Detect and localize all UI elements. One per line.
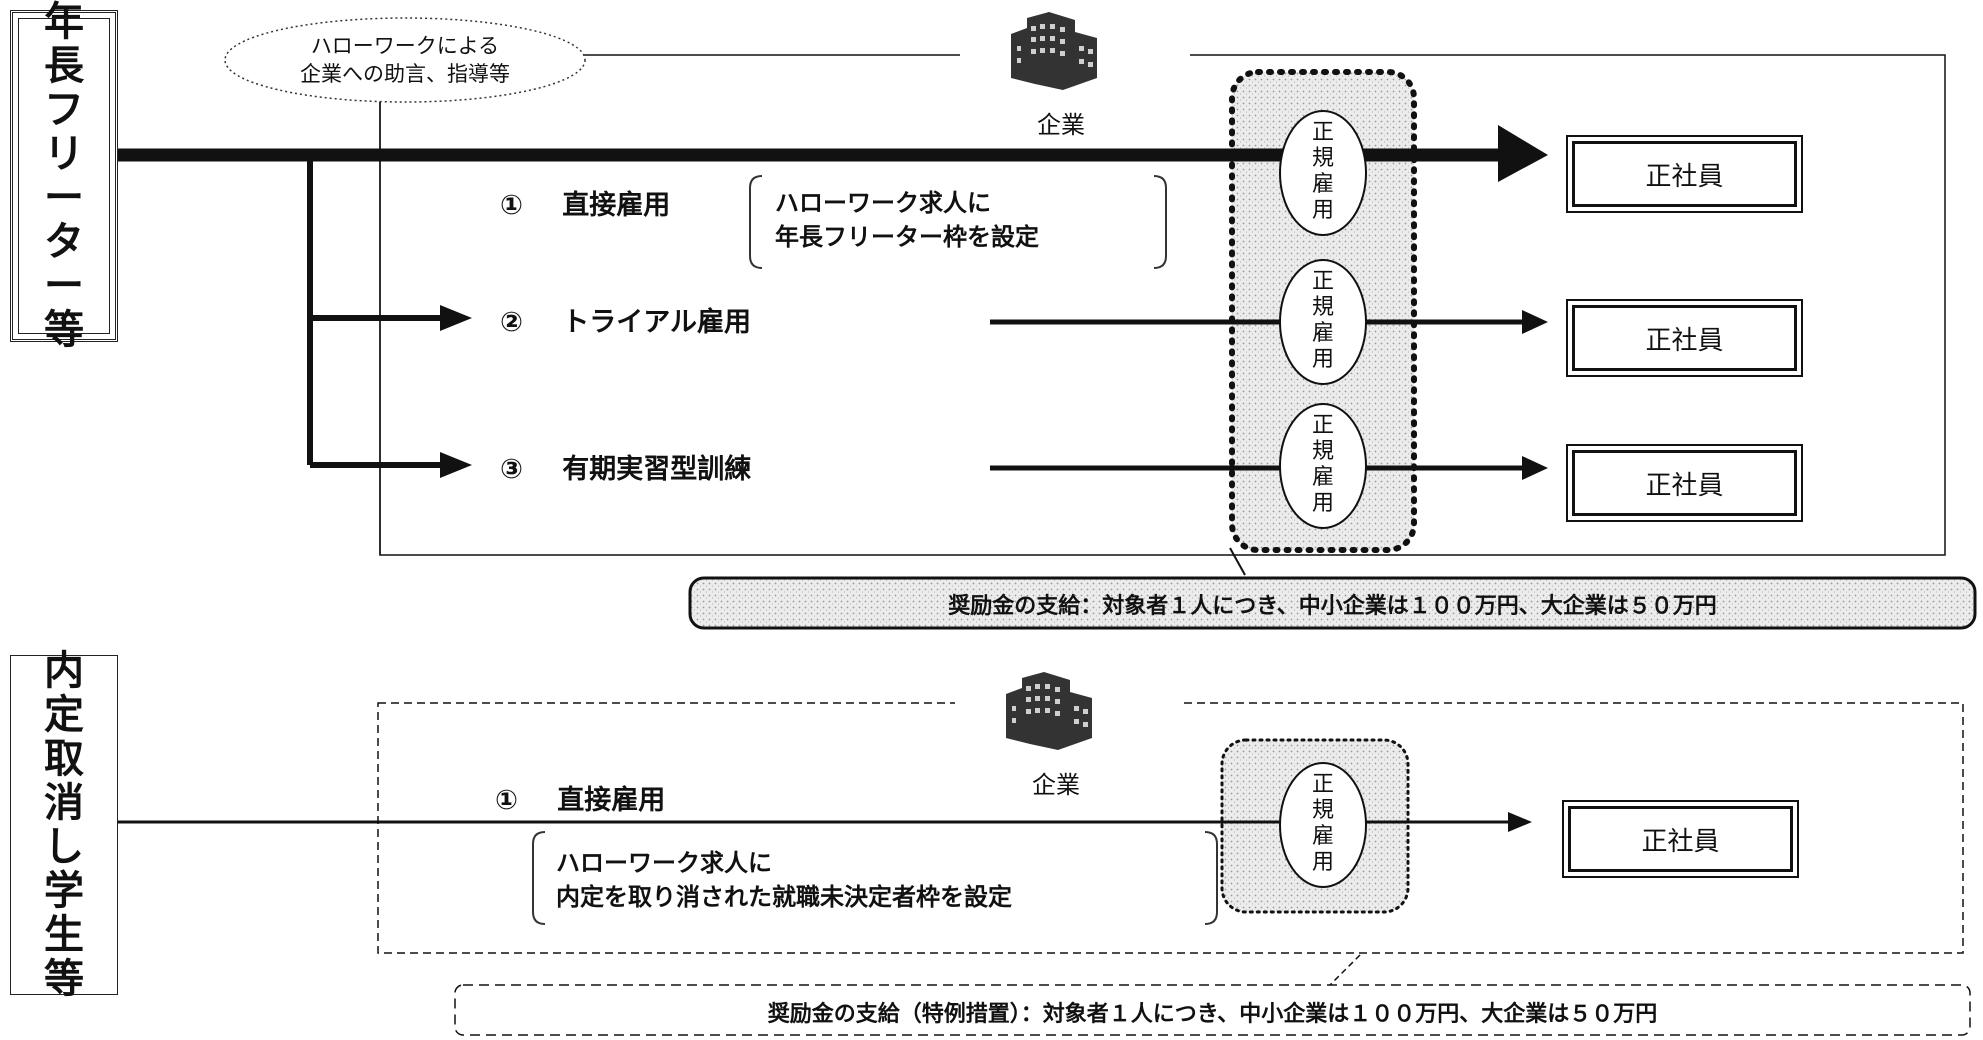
step-label: 有期実習型訓練 xyxy=(562,454,752,485)
banner-pointer-2 xyxy=(1329,954,1361,986)
quota-note: ハローワーク求人に 年長フリーター枠を設定 xyxy=(775,186,1039,254)
step-label: トライアル雇用 xyxy=(562,307,752,338)
note-bracket-right-2 xyxy=(1204,831,1218,925)
label-char: ー xyxy=(44,263,84,309)
advice-line-1: ハローワークによる xyxy=(310,34,500,58)
oval-char: 用 xyxy=(1311,198,1334,223)
oval-char: 用 xyxy=(1311,347,1334,372)
oval-char: 規 xyxy=(1311,439,1334,464)
oval-char: 用 xyxy=(1311,491,1334,516)
note-line-2: 内定を取り消された就職未決定者枠を設定 xyxy=(556,883,1012,911)
oval-char: 正 xyxy=(1311,269,1334,294)
full-time-employee-badge-4: 正社員 xyxy=(1562,800,1799,878)
oval-char: 雇 xyxy=(1311,824,1334,849)
step-number: ② xyxy=(500,307,523,338)
regular-oval-3 xyxy=(1279,403,1367,529)
subsidy-text-2: 奨励金の支給（特例措置）：対象者１人につき、中小企業は１００万円、大企業は５０万… xyxy=(767,1002,1658,1027)
note-line-1: ハローワーク求人に xyxy=(556,849,772,877)
full-time-employee-badge-3: 正社員 xyxy=(1566,444,1803,522)
label-char: 定 xyxy=(44,692,84,738)
step-label: 直接雇用 xyxy=(562,190,671,221)
regular-oval-2 xyxy=(1279,259,1367,385)
regular-employment-text-4: 正規雇用 xyxy=(1291,772,1355,876)
label-char: 消 xyxy=(44,780,84,826)
regular-employment-text-2: 正規雇用 xyxy=(1291,269,1355,373)
company-frame-2 xyxy=(377,702,1964,954)
regular-oval-4 xyxy=(1279,762,1367,888)
label-char: リ xyxy=(44,131,84,177)
company-label: 企業 xyxy=(1037,111,1085,139)
label-char: 内 xyxy=(44,648,84,694)
oval-char: 雇 xyxy=(1311,465,1334,490)
regular-employment-text-1: 正規雇用 xyxy=(1291,120,1355,224)
full-time-employee-badge-1: 正社員 xyxy=(1566,135,1803,213)
direct-hire-arrowhead-2 xyxy=(1508,812,1532,832)
older-freeter-label: 年 長 フ リ ー タ ー 等 xyxy=(10,0,118,352)
oval-char: 正 xyxy=(1311,772,1334,797)
label-char: 等 xyxy=(44,307,84,353)
training-arrowhead xyxy=(440,452,472,478)
subsidy-banner xyxy=(688,576,1977,630)
revoked-offer-students-label: 内 定 取 消 し 学 生 等 xyxy=(10,649,118,1001)
note-bracket-left-2 xyxy=(532,831,546,925)
step-training: ③ 有期実習型訓練 xyxy=(500,447,751,486)
label-char: し xyxy=(44,824,84,870)
advice-line-2: 企業への助言、指導等 xyxy=(300,62,510,86)
oval-char: 雇 xyxy=(1311,172,1334,197)
label-char: 年 xyxy=(44,0,84,45)
note-line-2: 年長フリーター枠を設定 xyxy=(775,223,1039,251)
note-line-1: ハローワーク求人に xyxy=(775,189,991,217)
label-char: ー xyxy=(44,175,84,221)
oval-char: 用 xyxy=(1311,850,1334,875)
step-direct-hire-2: ① 直接雇用 xyxy=(495,778,665,817)
full-time-employee-badge-2: 正社員 xyxy=(1566,299,1803,377)
note-bracket-left xyxy=(749,175,763,269)
oval-char: 正 xyxy=(1311,413,1334,438)
training-flow-arrowhead xyxy=(1522,456,1548,480)
step-number: ① xyxy=(500,190,523,221)
label-char: フ xyxy=(44,87,84,133)
advice-bubble xyxy=(224,17,586,103)
oval-char: 正 xyxy=(1311,120,1334,145)
building-icon-2 xyxy=(1006,672,1092,750)
advice-text: ハローワークによる 企業への助言、指導等 xyxy=(275,32,535,88)
regular-employment-text-3: 正規雇用 xyxy=(1291,413,1355,517)
oval-char: 雇 xyxy=(1311,321,1334,346)
trial-arrowhead xyxy=(440,305,472,331)
banner-pointer xyxy=(1229,547,1246,576)
step-direct-hire: ① 直接雇用 xyxy=(500,183,670,222)
regular-oval-1 xyxy=(1279,110,1367,236)
oval-char: 規 xyxy=(1311,798,1334,823)
step-label: 直接雇用 xyxy=(557,785,666,816)
label-char: タ xyxy=(44,219,84,265)
label-char: 取 xyxy=(44,736,84,782)
direct-hire-arrowhead xyxy=(1498,125,1548,182)
oval-char: 規 xyxy=(1311,146,1334,171)
building-icon xyxy=(1011,12,1097,90)
step-number: ③ xyxy=(500,454,523,485)
company-label-2: 企業 xyxy=(1032,771,1080,799)
note-bracket-right xyxy=(1153,175,1167,269)
label-char: 学 xyxy=(44,868,84,914)
oval-char: 規 xyxy=(1311,295,1334,320)
step-trial-hire: ② トライアル雇用 xyxy=(500,300,751,339)
label-char: 生 xyxy=(44,912,84,958)
subsidy-text: 奨励金の支給：対象者１人につき、中小企業は１００万円、大企業は５０万円 xyxy=(948,594,1717,619)
subsidy-banner-2 xyxy=(454,984,1971,1036)
step-number: ① xyxy=(495,785,518,816)
quota-note-2: ハローワーク求人に 内定を取り消された就職未決定者枠を設定 xyxy=(556,846,1012,914)
label-char: 長 xyxy=(44,43,84,89)
label-char: 等 xyxy=(44,956,84,1002)
trial-flow-arrowhead xyxy=(1522,310,1548,334)
